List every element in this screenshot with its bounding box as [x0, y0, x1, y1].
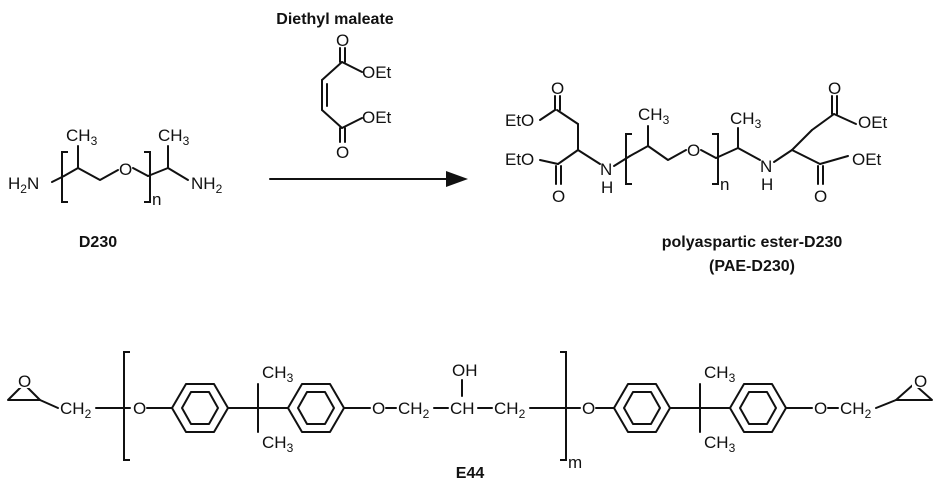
pae-bond — [819, 155, 849, 165]
pae-eto-mid: EtO — [505, 150, 534, 169]
pae-h-left: H — [601, 178, 613, 197]
d230-chain — [147, 167, 189, 181]
e44-o-1: O — [133, 399, 146, 418]
e44-ch3-top-2: CH3 — [704, 363, 736, 385]
pae-n-left: N — [600, 160, 612, 179]
d230-backbone — [63, 167, 119, 181]
e44-oh: OH — [452, 361, 478, 380]
e44-epoxide-right — [895, 383, 933, 401]
d230-structure: H2N CH3 O n CH3 NH2 — [8, 126, 223, 209]
e44-benzene-ring-2-inner — [297, 391, 335, 425]
d230-h2n: H2N — [8, 174, 39, 196]
d230-o: O — [119, 160, 132, 179]
e44-structure: O CH2 O CH3 CH3 O CH2 CH OH CH2 m O — [7, 351, 933, 472]
reagent-cc-bottom — [321, 109, 343, 129]
d230-label: D230 — [79, 234, 117, 251]
pae-bond — [811, 113, 835, 131]
pae-n-right: N — [760, 157, 772, 176]
reagent-o-bottom: O — [336, 143, 349, 162]
diethyl-maleate-structure: O OEt OEt O — [321, 31, 392, 162]
pae-eto-top: EtO — [505, 111, 534, 130]
e44-o-2: O — [372, 399, 385, 418]
pae-o-ether: O — [687, 141, 700, 160]
e44-epoxide-right-mask — [912, 372, 928, 388]
pae-ch3-left: CH3 — [638, 105, 670, 127]
pae-bond — [773, 149, 793, 163]
e44-epoxide-left — [7, 383, 41, 401]
reagent-o-top: O — [336, 31, 349, 50]
e44-bond — [39, 399, 59, 409]
pae-o-top-left: O — [551, 79, 564, 98]
pae-bond — [539, 109, 556, 121]
e44-label: E44 — [456, 465, 485, 482]
pae-h-right: H — [761, 175, 773, 194]
pae-bond — [557, 149, 579, 165]
e44-benzene-ring-4-inner — [739, 391, 777, 425]
reagent-oet-top: OEt — [362, 63, 392, 82]
d230-bond — [132, 167, 149, 177]
pae-chain — [715, 147, 761, 161]
e44-epoxide-left-mask — [18, 372, 32, 388]
pae-bond-n — [577, 149, 601, 165]
pae-bracket-right — [712, 133, 719, 185]
pae-bond — [539, 159, 559, 165]
pae-bond — [791, 129, 813, 151]
d230-ch3-right: CH3 — [158, 126, 190, 148]
d230-bracket-left — [61, 151, 68, 203]
pae-bond — [556, 109, 579, 125]
d230-ch3-left: CH3 — [66, 126, 98, 148]
pae-label-line2: (PAE-D230) — [709, 258, 795, 275]
pae-backbone — [629, 145, 687, 161]
pae-oet-mid: OEt — [852, 150, 882, 169]
pae-bond — [613, 155, 631, 167]
d230-n-subscript: n — [152, 190, 161, 209]
pae-oet-top: OEt — [858, 113, 888, 132]
e44-benzene-ring-1-inner — [181, 391, 219, 425]
d230-bracket-right — [144, 151, 151, 203]
e44-m-subscript: m — [568, 453, 582, 472]
e44-o-epoxide-right: O — [914, 372, 927, 391]
e44-benzene-ring-3-inner — [623, 391, 661, 425]
e44-bracket-right — [560, 351, 567, 461]
pae-bracket-left — [625, 133, 632, 185]
e44-ch3-bottom-1: CH3 — [262, 433, 294, 455]
pae-bond — [833, 113, 857, 125]
pae-o-bottom-left: O — [552, 187, 565, 206]
e44-o-3: O — [582, 399, 595, 418]
d230-nh2: NH2 — [191, 174, 223, 196]
e44-ch: CH — [450, 399, 475, 418]
reagent-ester-bond-bottom — [341, 117, 363, 129]
pae-o-top-right: O — [828, 79, 841, 98]
reagent-cc — [321, 61, 343, 81]
e44-ch2-left: CH2 — [60, 399, 92, 421]
e44-ch3-bottom-2: CH3 — [704, 433, 736, 455]
e44-ch3-top-1: CH3 — [262, 363, 294, 385]
reagent-ester-bond-top — [341, 61, 363, 73]
reagent-oet-bottom: OEt — [362, 108, 392, 127]
pae-o-bottom-right: O — [814, 187, 827, 206]
e44-ch2-mid-2: CH2 — [494, 399, 526, 421]
reagent-name: Diethyl maleate — [276, 11, 393, 28]
e44-bond — [875, 399, 897, 409]
pae-bond — [700, 149, 717, 159]
pae-d230-structure: EtO O EtO O N H CH3 O n CH3 N H — [505, 79, 888, 206]
e44-ch2-mid-1: CH2 — [398, 399, 430, 421]
pae-ch3-right: CH3 — [730, 109, 762, 131]
e44-bracket-left — [123, 351, 130, 461]
reaction-arrow — [269, 171, 468, 187]
e44-o-4: O — [814, 399, 827, 418]
pae-n-subscript: n — [720, 175, 729, 194]
pae-label-line1: polyaspartic ester-D230 — [662, 234, 843, 251]
arrow-head — [446, 171, 468, 187]
e44-o-epoxide-left: O — [18, 372, 31, 391]
pae-bond — [791, 149, 821, 165]
e44-ch2-right: CH2 — [840, 399, 872, 421]
